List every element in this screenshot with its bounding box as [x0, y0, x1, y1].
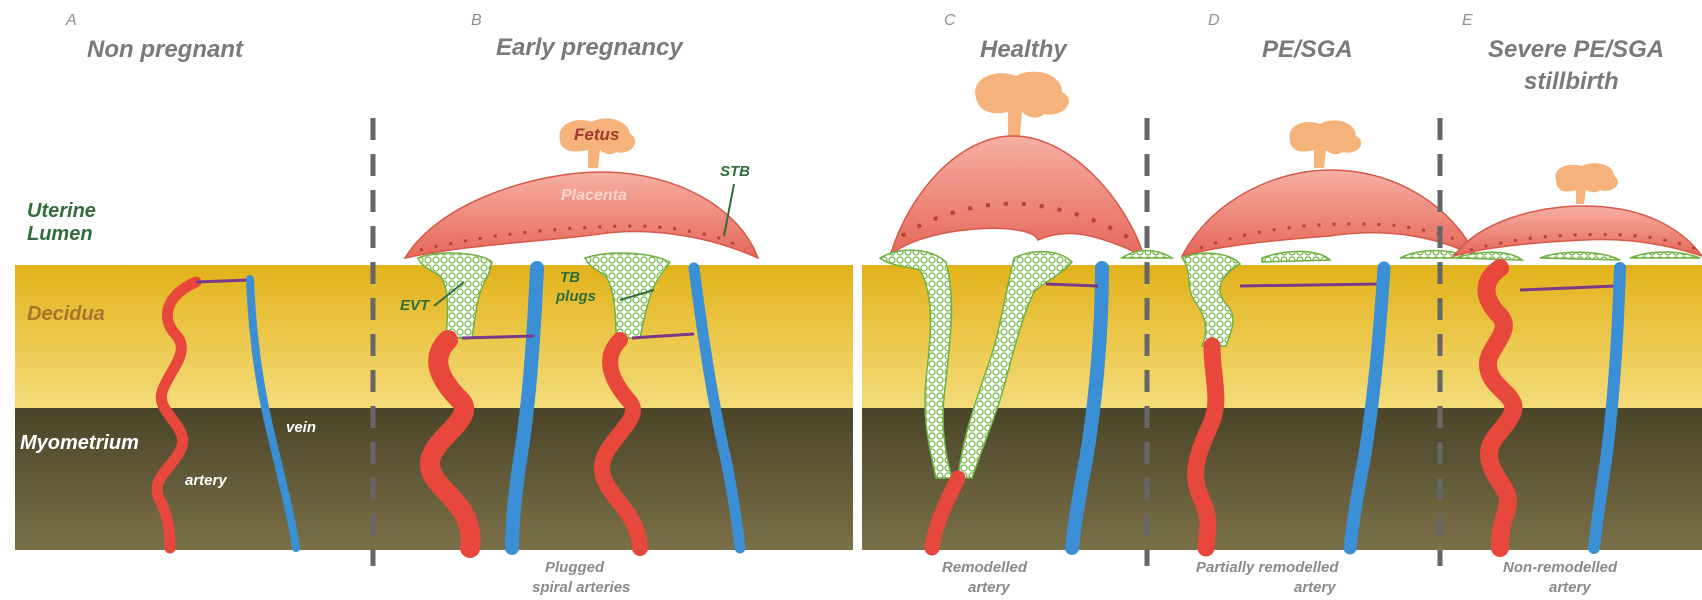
panel-c-title: Healthy: [980, 36, 1068, 63]
caption-e-line2: artery: [1549, 579, 1591, 596]
tb-edge-c: [1122, 251, 1172, 259]
fetus-d: [1289, 120, 1361, 168]
caption-c-line2: artery: [968, 579, 1010, 596]
panel-d-letter: D: [1208, 12, 1220, 29]
panel-e-letter: E: [1462, 12, 1473, 29]
placenta-b: [405, 172, 758, 258]
panel-d-title: PE/SGA: [1262, 36, 1353, 63]
vein-label: vein: [286, 419, 316, 436]
panel-b-title: Early pregnancy: [496, 34, 684, 61]
fetus-c: [975, 72, 1069, 136]
myometrium-label: Myometrium: [20, 432, 139, 454]
placenta-e: [1454, 206, 1702, 256]
capillary-c: [1046, 284, 1098, 286]
panel-a-letter: A: [65, 12, 77, 29]
fetus-e: [1555, 163, 1618, 204]
placenta-label: Placenta: [561, 187, 627, 204]
placenta-c: [890, 136, 1144, 256]
evt-label: EVT: [400, 297, 431, 314]
decidua-band-left: [15, 265, 853, 408]
capillary-a: [196, 280, 250, 282]
caption-e-line1: Non-remodelled: [1503, 559, 1618, 576]
tb-plugs-label-line2: plugs: [555, 288, 596, 305]
caption-b-line1: Plugged: [545, 559, 605, 576]
panel-b-letter: B: [471, 12, 482, 29]
placenta-d: [1182, 170, 1476, 256]
capillary-b1: [462, 336, 534, 338]
caption-d-line2: artery: [1294, 579, 1336, 596]
panel-c-letter: C: [944, 12, 956, 29]
caption-d-line1: Partially remodelled: [1196, 559, 1339, 576]
uterine-lumen-label-line2: Lumen: [27, 223, 93, 245]
capillary-d: [1240, 284, 1380, 286]
uterine-lumen-label-line1: Uterine: [27, 200, 96, 222]
decidua-label: Decidua: [27, 303, 105, 325]
panel-e-title-line1: Severe PE/SGA: [1488, 36, 1664, 63]
artery-label: artery: [185, 472, 227, 489]
stb-label: STB: [720, 163, 750, 180]
caption-c-line1: Remodelled: [942, 559, 1028, 576]
fetus-label: Fetus: [574, 125, 619, 144]
caption-b-line2: spiral arteries: [532, 579, 630, 596]
panel-a-title: Non pregnant: [87, 36, 244, 63]
tb-plugs-label-line1: TB: [560, 269, 580, 286]
tb-edge-e: [1456, 252, 1700, 260]
panel-e-title-line2: stillbirth: [1524, 68, 1619, 95]
